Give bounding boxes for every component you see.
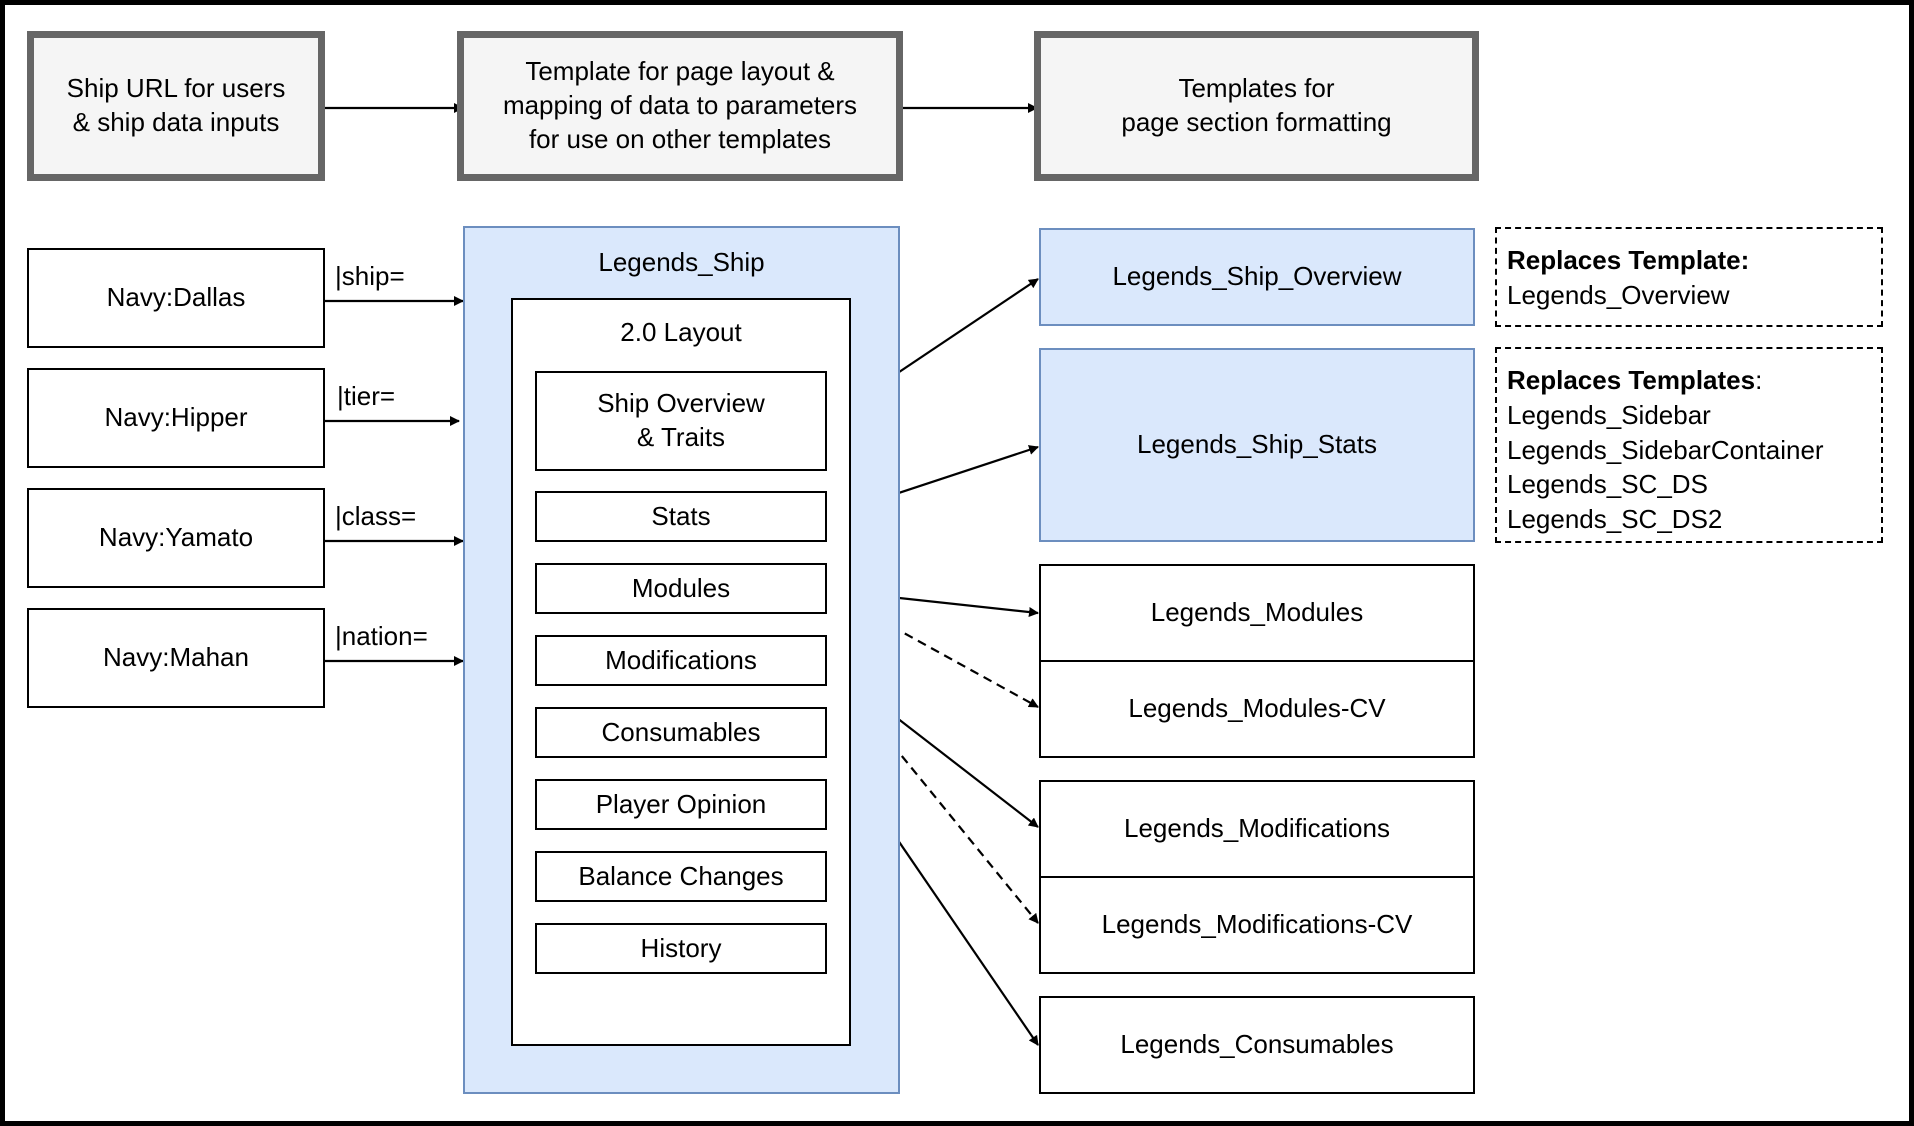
template-ship-stats: Legends_Ship_Stats (1039, 348, 1475, 542)
note-stats-heading: Replaces Templates: (1507, 363, 1871, 398)
note-stats-title: Replaces Templates (1507, 365, 1756, 395)
section-stats: Stats (535, 491, 827, 542)
ship-input-dallas: Navy:Dallas (27, 248, 325, 348)
param-nation: |nation= (335, 621, 428, 651)
note-overview-title: Replaces Template: (1507, 245, 1750, 275)
header-layout-box: Template for page layout & mapping of da… (457, 31, 903, 181)
note-stats-suffix: : (1755, 365, 1763, 395)
legends-ship-title: Legends_Ship (598, 247, 765, 277)
param-class: |class= (335, 501, 417, 531)
section-history: History (535, 923, 827, 974)
note-stats-line: Legends_SidebarContainer (1507, 434, 1824, 465)
note-stats-line: Legends_SC_DS2 (1507, 504, 1723, 535)
header-formatting-box: Templates for page section formatting (1034, 31, 1479, 181)
param-tier: |tier= (337, 381, 396, 411)
note-replaces-stats: Replaces Templates: Legends_Sidebar Lege… (1495, 347, 1883, 543)
arrow-modifications-to-modifications-cv (825, 662, 1039, 924)
note-replaces-overview: Replaces Template: Legends_Overview (1495, 227, 1883, 327)
section-modules: Modules (535, 563, 827, 614)
template-ship-overview: Legends_Ship_Overview (1039, 228, 1475, 326)
param-ship: |ship= (335, 261, 405, 291)
arrow-modules-to-modules-cv (825, 589, 1039, 708)
template-modules: Legends_Modules (1039, 564, 1475, 662)
section-consumables: Consumables (535, 707, 827, 758)
layout-2-0-title: 2.0 Layout (620, 317, 742, 347)
template-modifications-cv: Legends_Modifications-CV (1039, 876, 1475, 974)
section-ship-overview: Ship Overview & Traits (535, 371, 827, 471)
template-modifications: Legends_Modifications (1039, 780, 1475, 878)
note-overview-line: Legends_Overview (1507, 279, 1730, 310)
section-modifications: Modifications (535, 635, 827, 686)
ship-input-hipper: Navy:Hipper (27, 368, 325, 468)
template-consumables: Legends_Consumables (1039, 996, 1475, 1094)
section-player-opinion: Player Opinion (535, 779, 827, 830)
ship-input-mahan: Navy:Mahan (27, 608, 325, 708)
ship-input-yamato: Navy:Yamato (27, 488, 325, 588)
header-inputs-box: Ship URL for users & ship data inputs (27, 31, 325, 181)
template-modules-cv: Legends_Modules-CV (1039, 660, 1475, 758)
note-stats-line: Legends_Sidebar (1507, 399, 1711, 430)
section-balance-changes: Balance Changes (535, 851, 827, 902)
note-stats-line: Legends_SC_DS (1507, 469, 1708, 500)
